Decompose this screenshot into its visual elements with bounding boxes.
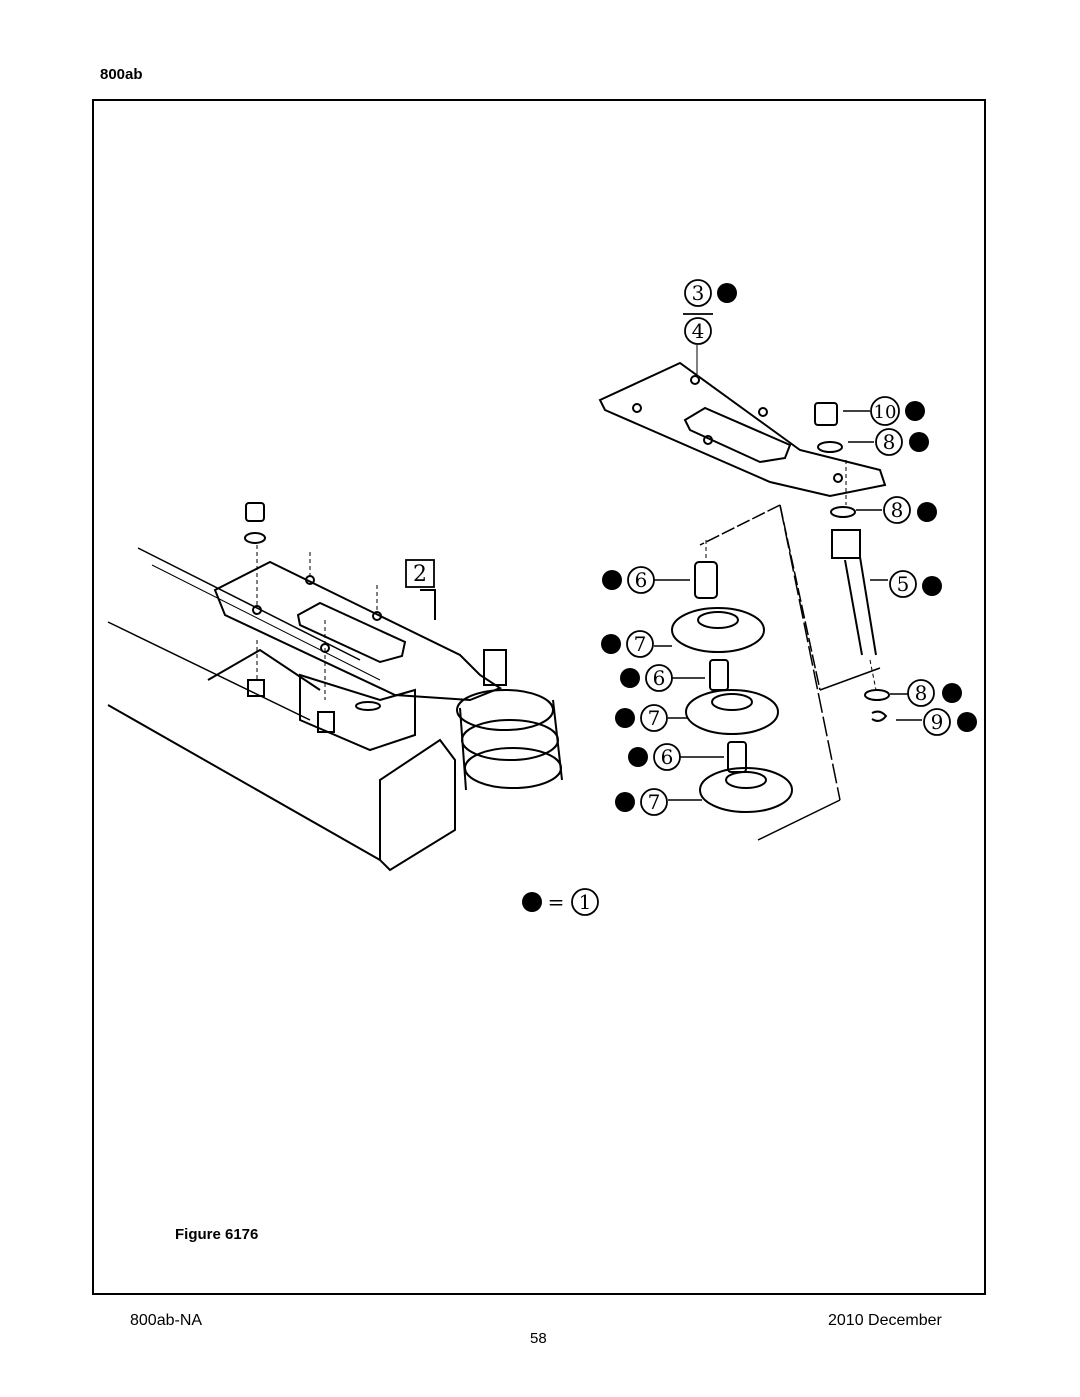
callout-9: 9 — [931, 710, 944, 734]
exploded-rollers-drawing — [654, 504, 881, 841]
callout-4: 4 — [692, 319, 705, 343]
callout-circles — [405, 279, 951, 916]
callout-8-upper: 8 — [883, 430, 896, 454]
callout-2: 2 — [413, 562, 427, 587]
callout-7-bottom: 7 — [648, 790, 661, 814]
footer-doc-id: 800ab-NA — [130, 1312, 203, 1329]
main-arm-drawing — [107, 502, 563, 872]
marker-dots — [522, 283, 977, 912]
top-plate-drawing — [598, 345, 887, 498]
callout-6-middle: 6 — [653, 666, 666, 690]
footer-date: 2010 December — [828, 1312, 942, 1329]
legend-number: 1 — [579, 890, 592, 914]
hardware-stack-drawing — [814, 402, 922, 722]
figure-caption: Figure 6176 — [175, 1226, 259, 1243]
callout-6-bottom: 6 — [661, 745, 674, 769]
figure-frame — [92, 99, 986, 1295]
callout-8-middle: 8 — [891, 498, 904, 522]
callout-7-middle: 7 — [648, 706, 661, 730]
legend-equals: = — [548, 890, 565, 914]
callout-5: 5 — [897, 572, 910, 596]
callout-10: 10 — [874, 402, 897, 423]
model-header: 800ab — [100, 66, 143, 83]
callout-3: 3 — [692, 281, 705, 305]
callout-7-top: 7 — [634, 632, 647, 656]
footer-page-number: 58 — [530, 1330, 547, 1347]
callout-8-lower: 8 — [915, 681, 928, 705]
callout-6-top: 6 — [635, 568, 648, 592]
